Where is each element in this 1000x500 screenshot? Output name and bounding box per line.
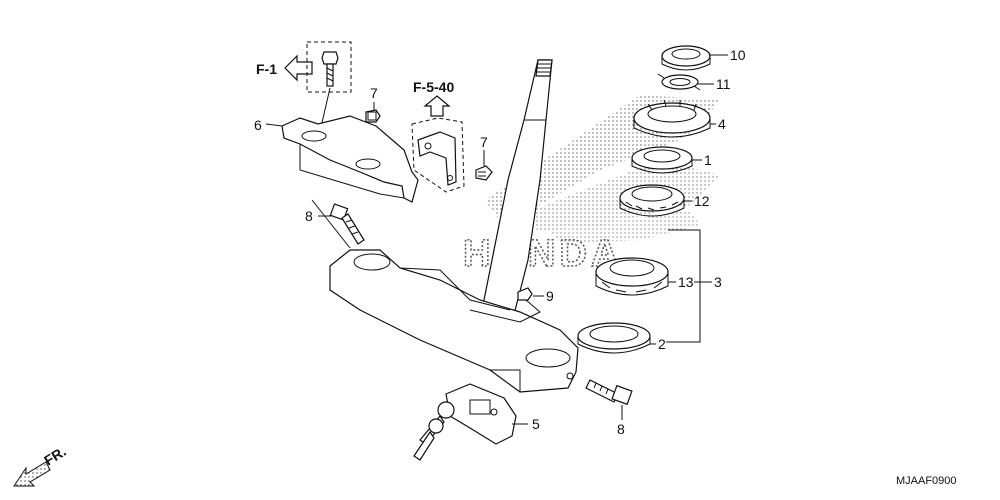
callout-11: 11 xyxy=(716,76,731,92)
callout-3: 3 xyxy=(714,274,722,290)
callout-8-right: 8 xyxy=(617,421,625,437)
dust-seal-1 xyxy=(631,146,693,174)
callout-5: 5 xyxy=(532,416,540,432)
front-indicator: FR. xyxy=(13,443,69,487)
lock-washer-11 xyxy=(657,73,701,91)
adjusting-nut-4 xyxy=(633,99,711,138)
leader-lines xyxy=(265,54,728,425)
steering-lock-5 xyxy=(413,383,517,461)
callout-13: 13 xyxy=(678,274,694,290)
plate-part-6 xyxy=(281,115,419,203)
callout-8-left: 8 xyxy=(305,208,313,224)
bolt-top xyxy=(321,51,339,87)
callout-1: 1 xyxy=(704,152,712,168)
bearing-13 xyxy=(595,257,669,296)
callout-10: 10 xyxy=(730,47,746,63)
callout-2: 2 xyxy=(658,336,666,352)
diagram-code: MJAAF0900 xyxy=(896,475,957,487)
dashed-box-bracket xyxy=(411,117,465,193)
reference-f1-label: F-1 xyxy=(256,61,277,77)
bolt-9 xyxy=(517,287,533,301)
front-arrow-icon xyxy=(13,461,51,487)
callout-7-left: 7 xyxy=(370,85,378,101)
callout-6: 6 xyxy=(254,117,262,133)
lock-nut-10 xyxy=(661,45,711,71)
callout-9: 9 xyxy=(546,288,554,304)
bracket-part xyxy=(417,131,457,186)
reference-f5-40-label: F-5-40 xyxy=(413,79,454,95)
bolt-8-left xyxy=(329,203,365,245)
bolt-7-left xyxy=(365,109,381,123)
key-icon xyxy=(413,401,455,461)
callout-7-right: 7 xyxy=(480,134,488,150)
bolt-8-right xyxy=(585,379,633,406)
left-arrow-icon xyxy=(284,54,313,82)
bottom-bridge xyxy=(329,249,579,393)
callout-4: 4 xyxy=(718,116,726,132)
reference-f1[interactable]: F-1 xyxy=(256,54,313,82)
up-arrow-icon xyxy=(423,95,451,117)
dust-seal-2 xyxy=(577,322,651,354)
callout-12: 12 xyxy=(694,193,710,209)
watermark-text: HONDA xyxy=(463,233,622,275)
bolt-7-right xyxy=(475,165,493,181)
reference-f5-40[interactable]: F-5-40 xyxy=(413,79,454,117)
bearing-12 xyxy=(619,184,685,217)
